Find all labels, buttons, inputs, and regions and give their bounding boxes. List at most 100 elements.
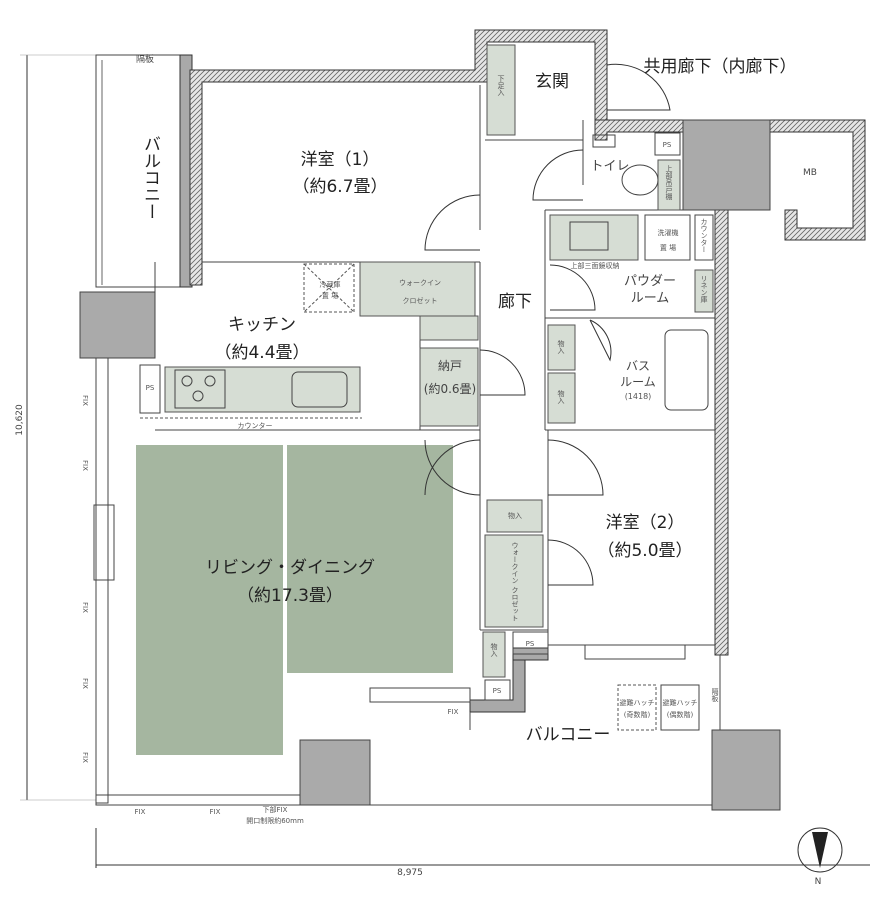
ps-kitchen-label: PS bbox=[146, 384, 155, 392]
hallway-label: 廊下 bbox=[498, 292, 532, 312]
fix-label: FIX bbox=[81, 602, 89, 613]
north-arrow-icon bbox=[812, 832, 828, 868]
hatch-odd-label-1: 避難ハッチ bbox=[620, 698, 655, 707]
fix-labels: FIX FIX FIX FIX FIX FIX FIX 下部FIX 開口制限約6… bbox=[81, 395, 459, 825]
column-bottom-right bbox=[711, 729, 781, 811]
living-floor-left bbox=[136, 445, 283, 755]
north-compass: N bbox=[797, 827, 843, 887]
fix-label: FIX bbox=[81, 752, 89, 763]
walkin-closet-2-label: ウォークイン クロゼット bbox=[511, 542, 519, 621]
opening-limit-label: 開口制限約60mm bbox=[246, 816, 304, 825]
fix-label: FIX bbox=[210, 808, 221, 816]
sink-icon bbox=[291, 371, 348, 408]
western1-name: 洋室（1） bbox=[301, 150, 380, 170]
ps-bedroom2 bbox=[512, 631, 549, 655]
bottom-balcony: 避難ハッチ (奇数階) 避難ハッチ (偶数階) 隔板 bbox=[370, 655, 721, 806]
kitchen-size: （約4.4畳） bbox=[214, 343, 309, 363]
toilet-label: トイレ bbox=[590, 159, 629, 174]
lower-fix-label: 下部FIX bbox=[263, 805, 288, 814]
closet-hall bbox=[486, 499, 543, 533]
fix-label: FIX bbox=[81, 395, 89, 406]
closet-label-3: 物入 bbox=[508, 511, 522, 520]
column-left bbox=[79, 291, 156, 359]
closet-label-2: 物入 bbox=[557, 389, 565, 404]
ps-toilet-label: PS bbox=[663, 141, 672, 149]
living-name: リビング・ダイニング bbox=[205, 558, 375, 578]
closet-label-4: 物入 bbox=[490, 642, 498, 657]
hatch-even-label-2: (偶数階) bbox=[667, 710, 694, 719]
hatch-odd-label-2: (奇数階) bbox=[624, 710, 651, 719]
western2-name: 洋室（2） bbox=[606, 513, 685, 533]
powder-label-1: パウダー bbox=[624, 274, 676, 289]
hatch-even-label-1: 避難ハッチ bbox=[663, 698, 698, 707]
upper-cabinet-label: 上部吊戸棚 bbox=[665, 164, 673, 201]
ps-balcony bbox=[484, 679, 511, 701]
bathtub-icon bbox=[664, 329, 709, 411]
height-dimension: 10,620 bbox=[15, 54, 96, 801]
doors bbox=[424, 63, 671, 586]
walkin-closet-extension bbox=[419, 315, 479, 341]
closet-bath-1 bbox=[547, 324, 576, 371]
kitchen-counter-label: カウンター bbox=[238, 421, 273, 430]
mirror-storage-label: 上部三面鏡収納 bbox=[571, 261, 620, 270]
fridge-space bbox=[303, 263, 355, 313]
closet-label-1: 物入 bbox=[557, 339, 565, 354]
mb-label: MB bbox=[803, 168, 817, 178]
shoe-cabinet-label: 下足入 bbox=[497, 75, 505, 96]
exterior-wall-entrance bbox=[594, 119, 684, 141]
fix-window-bottom bbox=[369, 687, 471, 703]
walkin-closet bbox=[359, 261, 476, 317]
counter-vertical-label: カウンター bbox=[700, 218, 708, 253]
bottom-window-wall bbox=[95, 794, 301, 806]
mb-outer-wall bbox=[769, 119, 866, 241]
storage-room-size: (約0.6畳) bbox=[424, 381, 476, 396]
counter-powder bbox=[694, 214, 714, 261]
shoe-cabinet bbox=[486, 44, 516, 136]
ps-toilet bbox=[654, 132, 681, 156]
linen-closet bbox=[694, 269, 714, 313]
storage-room bbox=[419, 347, 479, 427]
hatch-odd bbox=[617, 684, 657, 731]
width-dimension-label: 8,975 bbox=[397, 868, 423, 878]
left-balcony-label: バルコニー bbox=[140, 135, 160, 220]
mb-shaft bbox=[682, 119, 771, 211]
width-dimension: 8,975 bbox=[95, 828, 870, 878]
entrance-label: 玄関 bbox=[535, 72, 569, 92]
ps-kitchen bbox=[139, 364, 161, 414]
fix-label: FIX bbox=[81, 678, 89, 689]
left-window-frame bbox=[93, 504, 115, 581]
bath-label-3: (1418) bbox=[625, 392, 652, 401]
stove-icon bbox=[174, 369, 226, 409]
fix-label: FIX bbox=[448, 708, 459, 716]
exterior-wall-right bbox=[714, 209, 729, 656]
fix-label: FIX bbox=[135, 808, 146, 816]
partition-label-right: 隔板 bbox=[711, 687, 719, 703]
fridge-label-1: 冷蔵庫 bbox=[320, 280, 341, 289]
bottom-balcony-label: バルコニー bbox=[526, 725, 611, 745]
window-western2 bbox=[584, 644, 686, 660]
left-balcony: 隔板 バルコニー bbox=[95, 53, 193, 288]
fridge-label-2: 置 場 bbox=[322, 291, 338, 300]
closet-bath-2 bbox=[547, 372, 576, 424]
bath-label-1: バス bbox=[626, 359, 650, 373]
fix-label: FIX bbox=[81, 460, 89, 471]
toilet-tank bbox=[592, 134, 616, 148]
walkin-closet-label-1: ウォークイン bbox=[399, 279, 441, 287]
powder-label-2: ルーム bbox=[631, 291, 670, 306]
height-dimension-label: 10,620 bbox=[15, 404, 25, 436]
compass-label: N bbox=[815, 877, 822, 887]
walkin-closet-label-2: クロゼット bbox=[403, 296, 438, 305]
bath-label-2: ルーム bbox=[620, 375, 656, 389]
linen-label: リネン庫 bbox=[700, 275, 708, 304]
common-corridor-label: 共用廊下（内廊下） bbox=[644, 57, 797, 77]
living-size: （約17.3畳） bbox=[237, 586, 343, 606]
kitchen-name: キッチン bbox=[228, 315, 296, 335]
western1-size: （約6.7畳） bbox=[292, 177, 387, 197]
washer-label-1: 洗濯機 bbox=[658, 228, 679, 237]
storage-room-name: 納戸 bbox=[438, 359, 462, 373]
washer-label-2: 置 場 bbox=[660, 243, 676, 252]
kitchen-counter bbox=[164, 366, 361, 413]
toilet-icon bbox=[621, 164, 659, 196]
partition-label-top: 隔板 bbox=[136, 53, 154, 65]
